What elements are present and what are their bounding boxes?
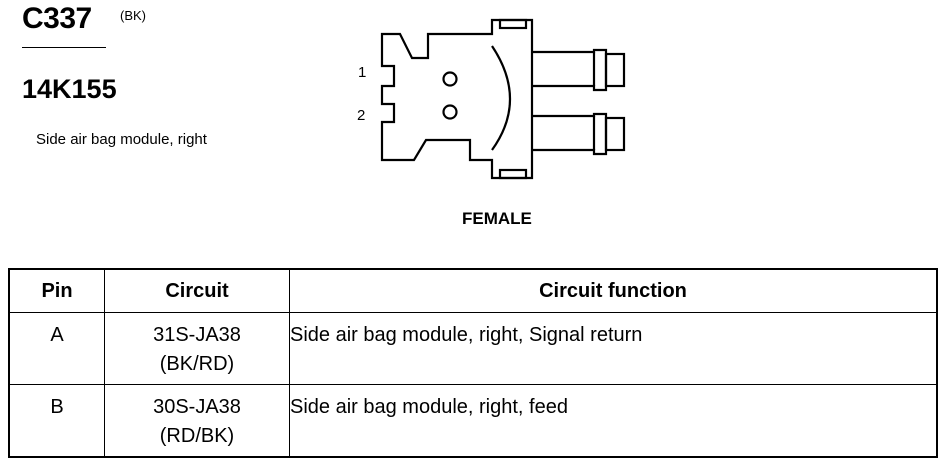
pin-table: Pin Circuit Circuit function A 31S-JA38 … bbox=[8, 268, 938, 458]
top-latch bbox=[498, 18, 528, 30]
connector-color: (BK) bbox=[120, 8, 146, 23]
row-pin: B bbox=[8, 384, 105, 457]
upper-terminal-end bbox=[604, 52, 626, 88]
table-header-row: Pin Circuit Circuit function bbox=[8, 268, 938, 313]
table-row: A 31S-JA38 (BK/RD) Side air bag module, … bbox=[8, 312, 938, 385]
circuit-code: 30S-JA38 bbox=[153, 396, 241, 418]
header-pin: Pin bbox=[8, 268, 105, 313]
row-circuit: 31S-JA38 (BK/RD) bbox=[104, 312, 290, 385]
connector-body-outline bbox=[380, 18, 534, 180]
circuit-wire-color: (RD/BK) bbox=[159, 425, 235, 447]
part-number: 14K155 bbox=[22, 74, 117, 104]
pin-1-cavity bbox=[442, 71, 458, 87]
pin-label-2: 2 bbox=[357, 107, 365, 124]
pin-2-cavity bbox=[442, 104, 458, 120]
header-circuit: Circuit bbox=[104, 268, 290, 313]
pin-label-1: 1 bbox=[358, 64, 366, 81]
connector-curved-face bbox=[491, 45, 511, 151]
connector-id: C337 bbox=[22, 2, 92, 35]
row-pin: A bbox=[8, 312, 105, 385]
connector-face-diagram: 1 2 bbox=[357, 18, 626, 180]
header-circuit-function: Circuit function bbox=[289, 268, 938, 313]
row-circuit-function: Side air bag module, right, Signal retur… bbox=[289, 312, 938, 385]
view-label: FEMALE bbox=[462, 209, 532, 228]
connector-description: Side air bag module, right bbox=[36, 131, 207, 148]
table-row: B 30S-JA38 (RD/BK) Side air bag module, … bbox=[8, 384, 938, 457]
title-underline bbox=[22, 47, 106, 48]
circuit-code: 31S-JA38 bbox=[153, 324, 241, 346]
row-circuit: 30S-JA38 (RD/BK) bbox=[104, 384, 290, 457]
circuit-wire-color: (BK/RD) bbox=[159, 353, 235, 375]
lower-terminal-end bbox=[604, 116, 626, 152]
row-circuit-function: Side air bag module, right, feed bbox=[289, 384, 938, 457]
bottom-latch bbox=[498, 168, 528, 180]
